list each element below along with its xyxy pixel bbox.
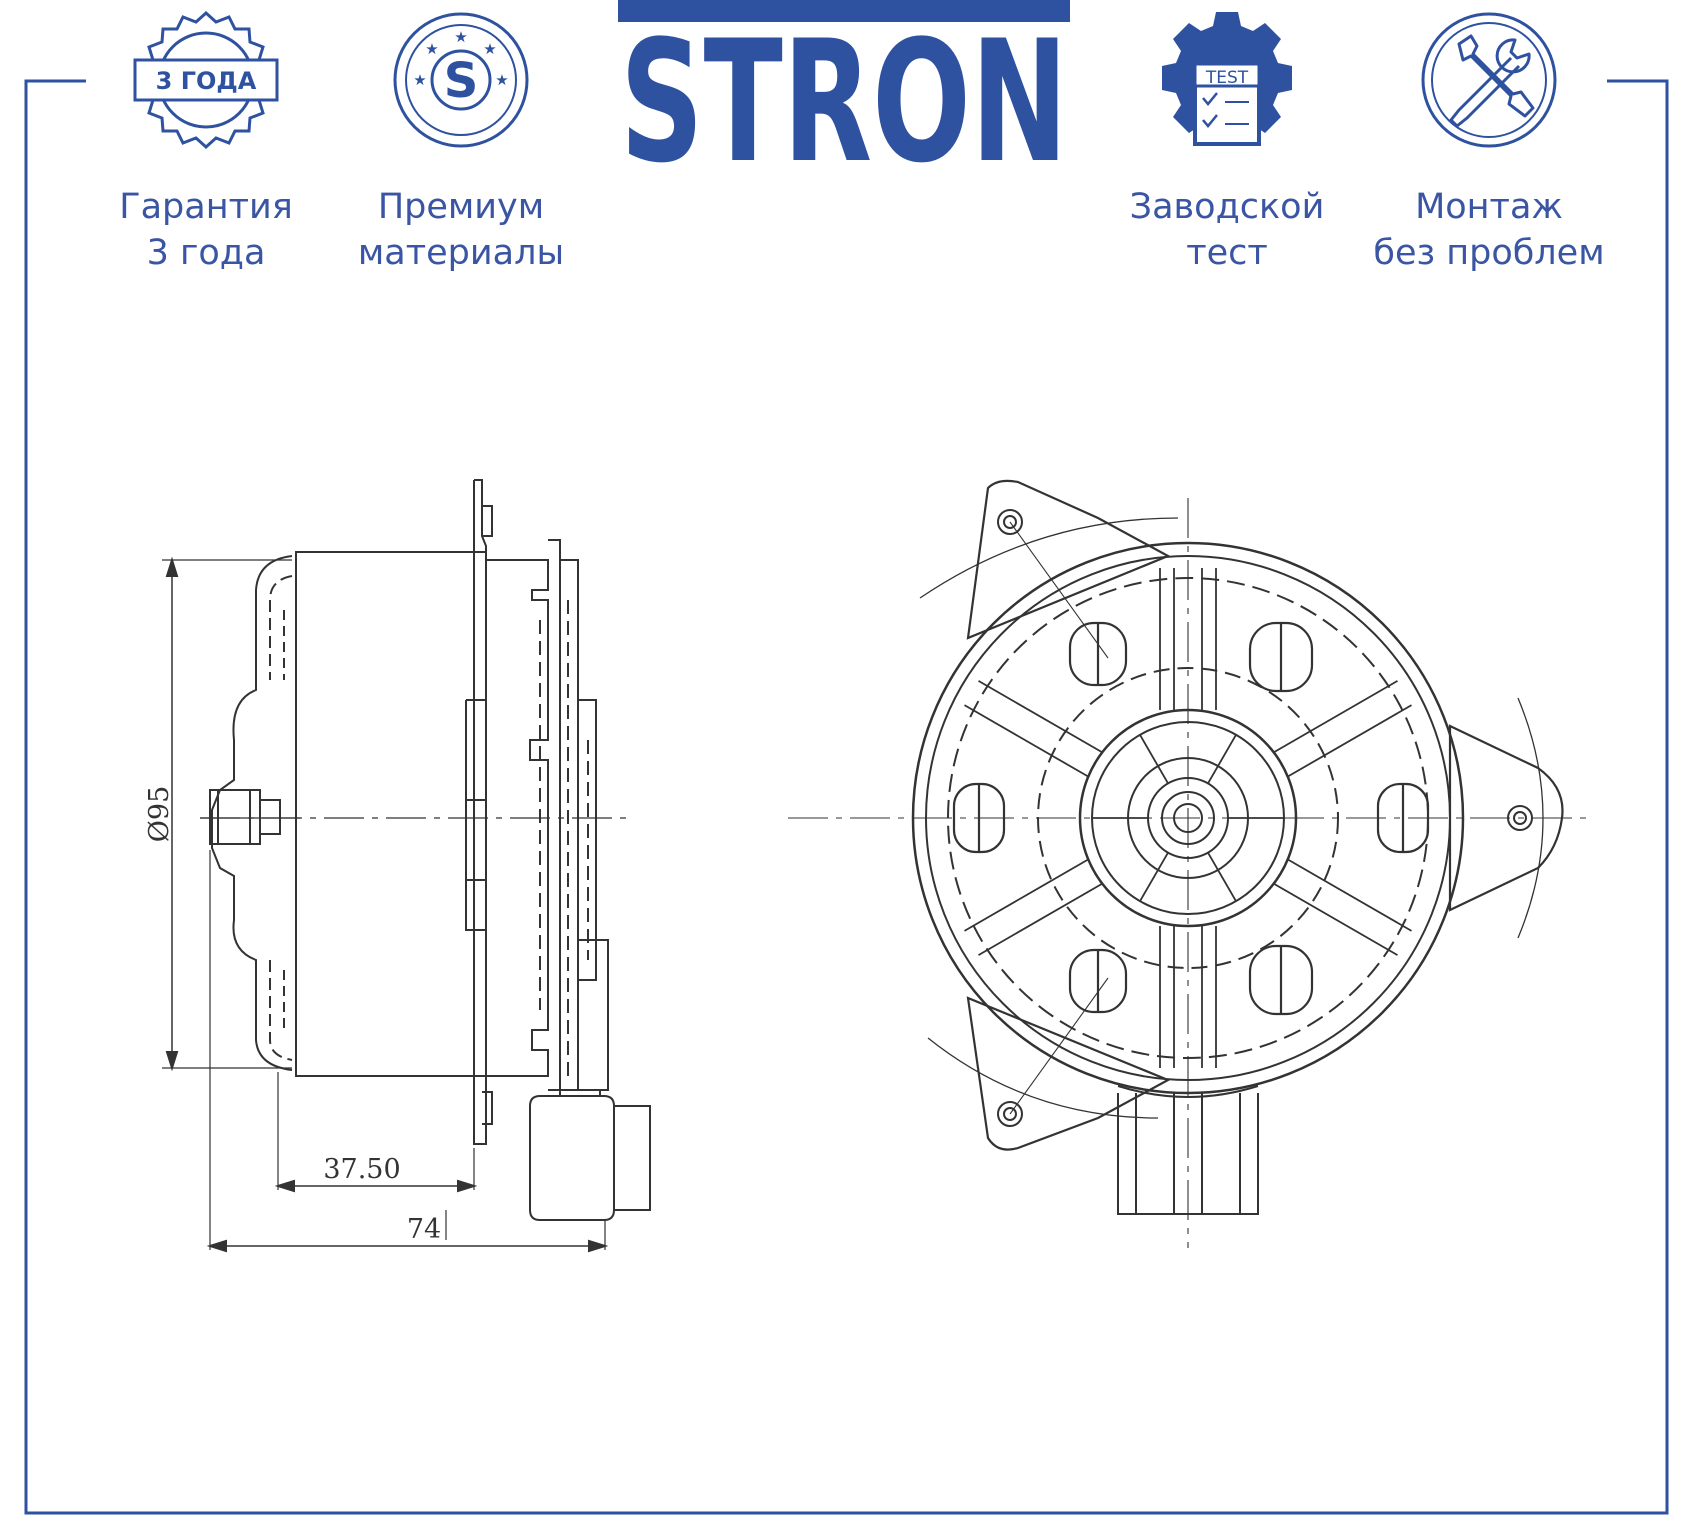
badge-caption-premium: Премиум материалы (331, 184, 591, 276)
badge-caption-mounting: Монтаж без проблем (1359, 184, 1619, 276)
badge-premium-line1: Премиум (377, 187, 545, 227)
svg-text:★: ★ (495, 71, 508, 89)
svg-text:★: ★ (483, 40, 496, 58)
badge-premium-line2: материалы (357, 233, 565, 273)
badge-warranty-line2: 3 года (146, 233, 266, 273)
warranty-seal-text: 3 ГОДА (156, 67, 257, 95)
badge-warranty-line1: Гарантия (119, 187, 293, 227)
badge-factory-test-line1: Заводской (1129, 187, 1325, 227)
diameter-label: Ø95 (144, 786, 175, 843)
side-view-drawing (162, 479, 651, 1253)
badge-caption-warranty: Гарантия 3 года (76, 184, 336, 276)
brand-logo-text: STRON (620, 4, 1068, 200)
badge-mounting-line1: Монтаж (1415, 187, 1563, 227)
gear-test-icon: TEST (1162, 12, 1292, 146)
wrench-screwdriver-icon (1421, 12, 1557, 148)
premium-star-s-icon: S ★ ★ ★ ★ ★ (393, 12, 529, 148)
front-view-drawing (788, 479, 1588, 1248)
svg-text:★: ★ (454, 28, 467, 46)
warranty-seal-icon: 3 ГОДА (133, 10, 279, 150)
svg-text:★: ★ (425, 40, 438, 58)
brand-logo: STRON (618, 0, 1070, 200)
gear-test-label: TEST (1205, 68, 1249, 88)
premium-s-letter: S (444, 53, 479, 109)
badge-mounting-line2: без проблем (1373, 233, 1605, 273)
dimension-74: 74 (407, 1214, 441, 1245)
badge-factory-test-line2: тест (1186, 233, 1268, 273)
page-frame (24, 79, 1669, 1515)
badge-caption-factory-test: Заводской тест (1097, 184, 1357, 276)
dimension-37-50: 37.50 (323, 1154, 400, 1185)
svg-text:★: ★ (413, 71, 426, 89)
